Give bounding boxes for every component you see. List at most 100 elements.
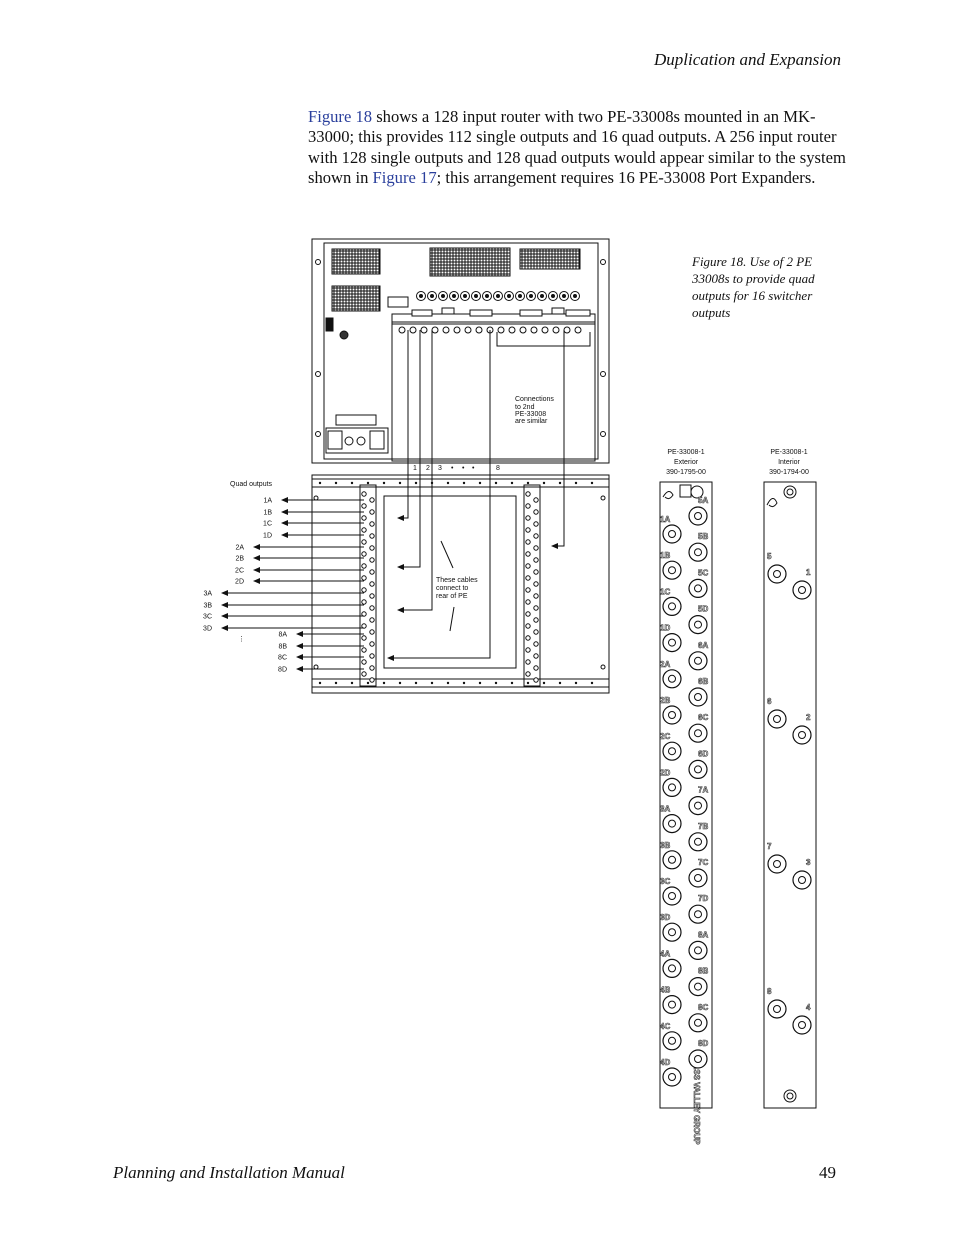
- rail-screw: [510, 681, 514, 685]
- expander-jack: [369, 641, 375, 647]
- exterior-left-label: 2A: [660, 660, 670, 669]
- figure-18-link[interactable]: Figure 18: [308, 107, 373, 126]
- rail-screw: [574, 681, 578, 685]
- exterior-left-label: 2B: [660, 696, 670, 705]
- quad-output-label: 3B: [203, 603, 212, 610]
- expander-jack: [369, 617, 375, 623]
- quad-output-label: 3A: [203, 591, 212, 598]
- exterior-left-jack-pin: [668, 892, 676, 900]
- expander-jack: [369, 653, 375, 659]
- rail-screw: [366, 681, 370, 685]
- router-bnc-pin: [573, 294, 577, 298]
- router-bnc-pin: [485, 294, 489, 298]
- expander-jack: [369, 533, 375, 539]
- exterior-right-label: 5C: [698, 568, 708, 577]
- interior-left-jack: [767, 999, 787, 1019]
- exterior-right-jack-pin: [694, 693, 702, 701]
- exterior-left-label: 4B: [660, 986, 670, 995]
- rail-screw: [494, 681, 498, 685]
- router-bnc-pin: [419, 294, 423, 298]
- cable-dot-2: •: [462, 465, 465, 472]
- rail-screw: [334, 481, 338, 485]
- figure-17-link[interactable]: Figure 17: [372, 168, 437, 188]
- exterior-right-jack: [688, 976, 708, 997]
- expander-jack: [525, 551, 531, 557]
- quad-outputs-label: Quad outputs: [230, 481, 273, 488]
- rail-screw: [510, 481, 514, 485]
- exterior-right-jack: [688, 687, 708, 707]
- expander-jack: [533, 545, 539, 551]
- expander-jack: [361, 635, 367, 641]
- exterior-left-jack: [662, 994, 682, 1015]
- expander-jack: [361, 539, 367, 545]
- exterior-right-label: 8D: [698, 1039, 708, 1048]
- router-port: [469, 309, 493, 317]
- exterior-left-jack: [662, 777, 682, 798]
- router-port: [565, 309, 591, 317]
- expander-jack: [361, 599, 367, 605]
- exterior-left-label: 4A: [660, 949, 670, 958]
- connections-note-3: PE-33008: [515, 411, 546, 418]
- exterior-left-label: 4C: [660, 1022, 670, 1031]
- exterior-right-label: 6B: [698, 677, 708, 686]
- interior-left-label: 5: [767, 552, 772, 561]
- exterior-left-label: 1D: [660, 624, 670, 633]
- exterior-right-label: 8B: [698, 967, 708, 976]
- cables-note-3: rear of PE: [436, 593, 468, 600]
- expander-jack: [525, 491, 531, 497]
- rail-screw: [462, 681, 466, 685]
- router-out-bnc: [497, 326, 505, 334]
- expander-jack: [369, 545, 375, 551]
- interior-left-jack-pin: [773, 860, 781, 868]
- rail-screw: [478, 481, 482, 485]
- cable-dot-3: •: [472, 465, 475, 472]
- interior-left-jack-pin: [773, 570, 781, 578]
- expander-jack: [533, 557, 539, 563]
- exterior-right-jack: [688, 1049, 708, 1069]
- expander-jack: [525, 563, 531, 569]
- rail-screw: [414, 481, 418, 485]
- expander-jack: [361, 527, 367, 533]
- quad-output-label: 3C: [203, 614, 212, 621]
- router-out-bnc: [574, 326, 582, 334]
- expander-jack: [533, 533, 539, 539]
- router-out-bnc: [530, 326, 538, 334]
- router-out-bnc: [420, 326, 428, 334]
- quad-output-label: 2B: [235, 556, 244, 563]
- expander-jack: [361, 491, 367, 497]
- router-out-bnc: [431, 326, 439, 334]
- exterior-left-jack: [662, 813, 682, 834]
- exterior-right-jack: [688, 868, 708, 888]
- expander-jack: [369, 521, 375, 527]
- rail-screw: [478, 681, 482, 685]
- interior-left-jack-pin: [773, 715, 781, 723]
- router-out-bnc: [519, 326, 527, 334]
- exterior-right-jack: [688, 651, 708, 671]
- interior-left-jack: [767, 709, 787, 729]
- router-out-bnc: [409, 326, 417, 334]
- exterior-right-jack-pin: [694, 801, 702, 810]
- exterior-left-jack: [662, 596, 682, 617]
- exterior-right-jack: [688, 723, 708, 743]
- svg-text:390-1795-00: 390-1795-00: [666, 469, 706, 476]
- router-out-bnc: [453, 326, 461, 334]
- cable-number-3: 3: [438, 465, 442, 472]
- exterior-left-jack: [662, 922, 682, 942]
- interior-left-label: 7: [767, 842, 772, 851]
- router-out-bnc: [442, 326, 450, 334]
- exterior-left-label: 4D: [660, 1058, 670, 1067]
- router-out-bnc: [563, 326, 571, 334]
- body-paragraph: Figure 18 shows a 128 input router with …: [308, 107, 848, 189]
- exterior-right-jack: [688, 795, 708, 816]
- rail-screw: [382, 481, 386, 485]
- interior-right-label: 1: [806, 568, 811, 577]
- expander-jack: [533, 677, 539, 683]
- router-bnc-pin: [518, 294, 522, 298]
- exterior-right-label: 5A: [698, 496, 708, 505]
- exterior-right-jack-pin: [694, 548, 702, 557]
- expander-jack: [533, 569, 539, 575]
- rail-screw: [334, 681, 338, 685]
- exterior-right-label: 6D: [698, 749, 708, 758]
